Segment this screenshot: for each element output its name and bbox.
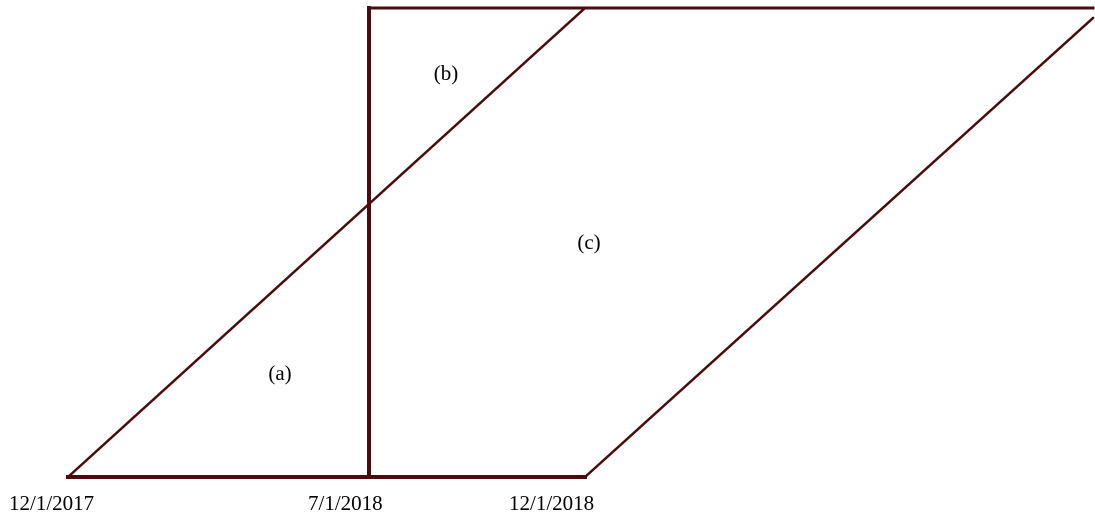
region-label-a: (a) <box>268 361 291 385</box>
date-label-end: 12/1/2018 <box>509 491 594 515</box>
region-label-c: (c) <box>577 230 600 254</box>
date-label-start: 12/1/2017 <box>9 491 94 515</box>
diagram-lines <box>66 6 1095 479</box>
region-label-b: (b) <box>434 61 459 85</box>
date-labels: 12/1/2017 7/1/2018 12/1/2018 <box>9 491 594 515</box>
left-diagonal <box>66 6 587 479</box>
right-diagonal <box>583 16 1095 479</box>
date-label-middle: 7/1/2018 <box>308 491 383 515</box>
region-labels: (a) (b) (c) <box>268 61 600 385</box>
